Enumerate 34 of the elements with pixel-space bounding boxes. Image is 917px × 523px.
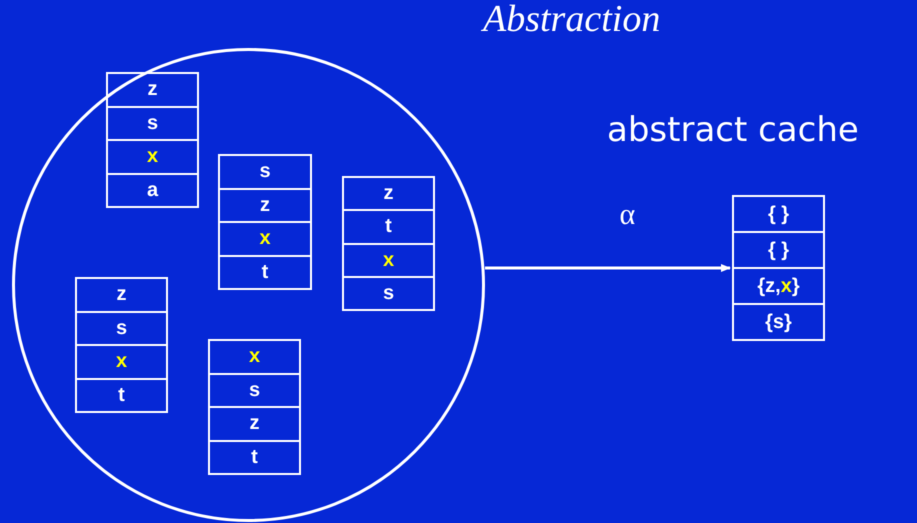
- cache-cell: z: [220, 190, 310, 223]
- cache-cell: {z,x}: [734, 269, 823, 305]
- cache-cell-text: t: [117, 382, 126, 408]
- cache-cell: z: [344, 178, 433, 212]
- arrow: [485, 264, 731, 272]
- cache-cell: s: [210, 374, 299, 408]
- cache-cell: { }: [734, 197, 823, 233]
- cache-cell: x: [344, 244, 433, 278]
- heading: abstract cache: [607, 110, 859, 150]
- cache-cell: s: [77, 312, 166, 346]
- cache-cell-text: t: [260, 260, 270, 285]
- cache-table: [342, 176, 435, 311]
- cache-cell-text: t: [250, 444, 259, 470]
- cache-cell: x: [220, 223, 310, 256]
- cache-cell-text: a: [146, 178, 160, 203]
- cache-cell: t: [344, 211, 433, 244]
- cache-table: [208, 339, 301, 475]
- cache-table: [106, 72, 199, 208]
- cache-cell: z: [77, 279, 166, 312]
- cache-table: [732, 195, 825, 341]
- cache-cell: x: [77, 346, 166, 380]
- cache-table: [218, 154, 312, 290]
- cache-cell: { }: [734, 233, 823, 269]
- cache-cell: z: [108, 74, 197, 108]
- cache-cell: s: [108, 108, 197, 141]
- cache-cell: x: [108, 141, 197, 174]
- cache-table: [75, 277, 168, 413]
- cache-cell-text: {s}: [764, 310, 793, 334]
- ellipse-set: [12, 48, 485, 522]
- cache-cell-text: s: [382, 280, 396, 306]
- title: Abstraction: [483, 0, 660, 38]
- cache-cell: s: [220, 156, 310, 190]
- cache-cell: x: [210, 341, 299, 374]
- cache-cell: z: [210, 408, 299, 442]
